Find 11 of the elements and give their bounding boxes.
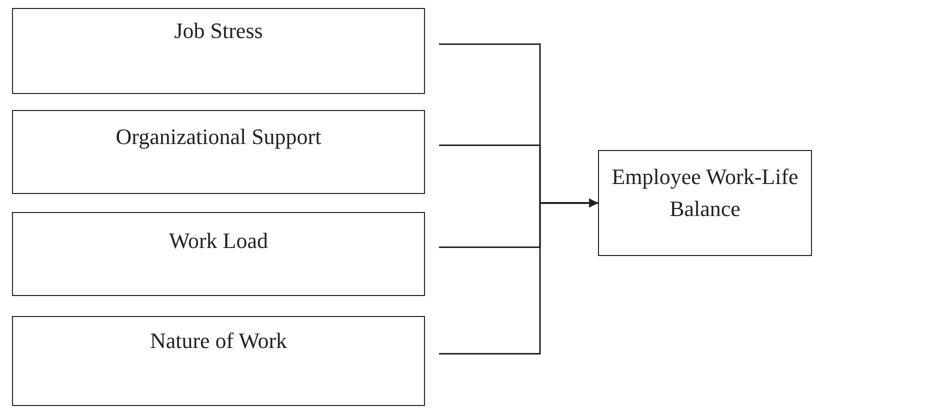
text-box (12, 110, 425, 194)
text-box (12, 8, 425, 94)
box-label: Employee Work-Life Balance (610, 163, 800, 223)
box-label: Nature of Work (148, 327, 288, 355)
text-box (12, 212, 425, 296)
box-label: Organizational Support (114, 123, 322, 151)
text-box (598, 150, 812, 256)
text-box (12, 316, 425, 406)
connector-arrow (439, 198, 598, 355)
box-label: Job Stress (173, 17, 264, 45)
box-label: Work Load (168, 227, 270, 255)
